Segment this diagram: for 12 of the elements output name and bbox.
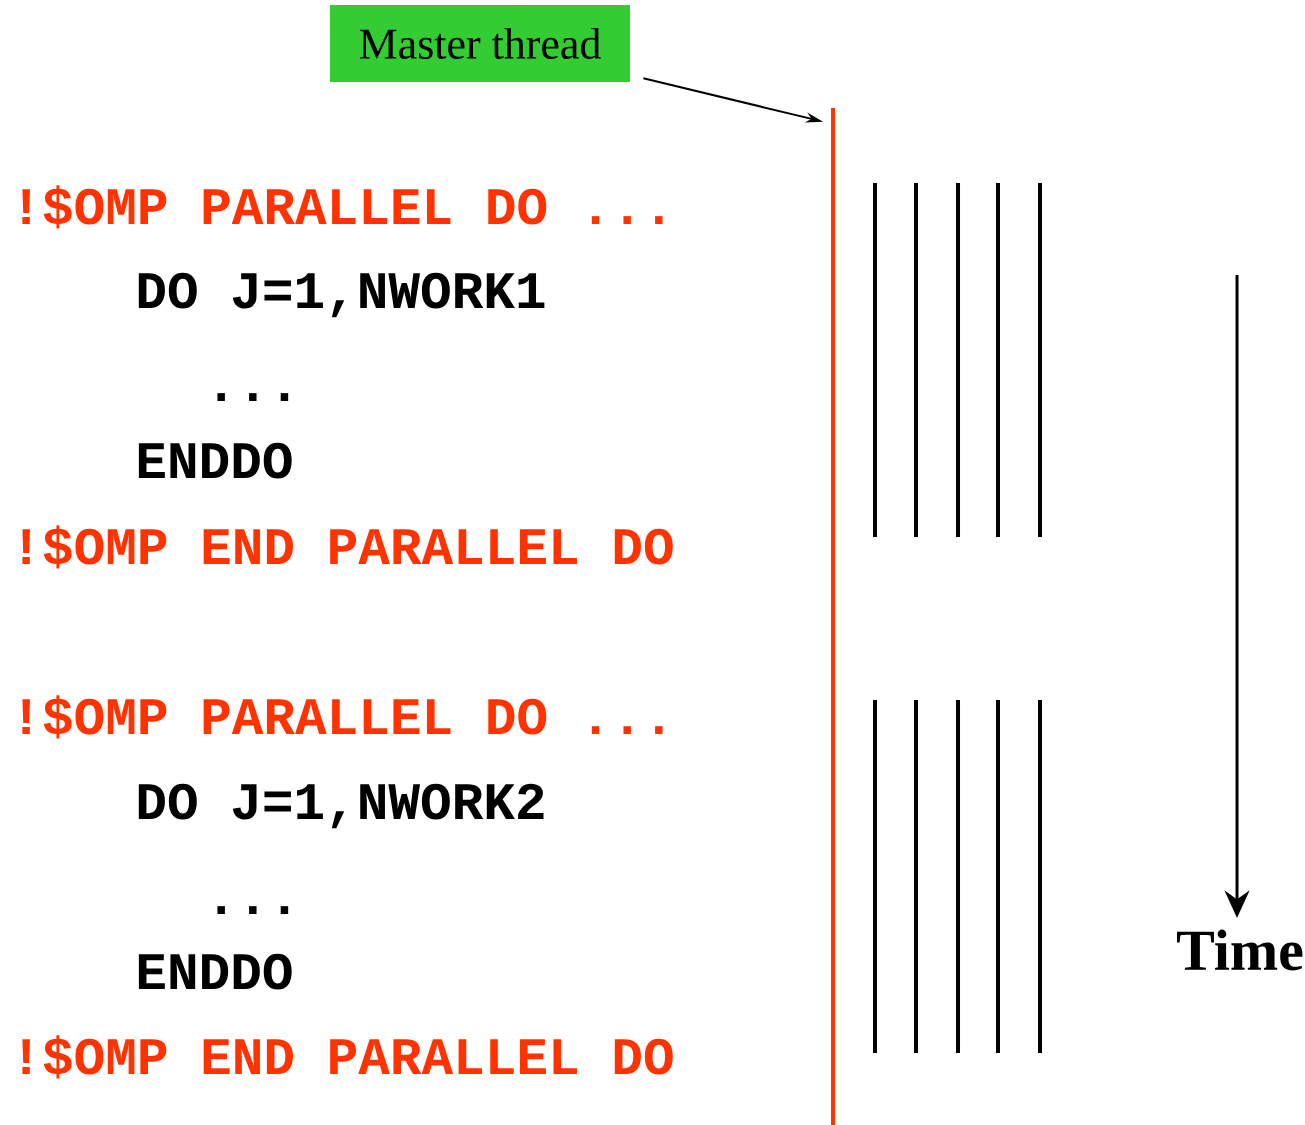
- code-line: DO J=1,NWORK2: [138, 783, 544, 829]
- directive-line: !$OMP END PARALLEL DO: [22, 1035, 673, 1079]
- time-label: Time: [1177, 929, 1303, 971]
- directive-line: !$OMP PARALLEL DO ...: [22, 695, 663, 739]
- label-box: Master thread: [330, 5, 630, 82]
- directive-line: !$OMP PARALLEL DO ...: [22, 185, 663, 229]
- directive-line: !$OMP END PARALLEL DO: [22, 525, 673, 569]
- code-line: ...: [217, 393, 289, 401]
- code-line: ENDDO: [138, 953, 292, 990]
- code-line: ...: [217, 906, 289, 914]
- code-line: ENDDO: [138, 442, 292, 479]
- code-line: DO J=1,NWORK1: [138, 272, 545, 318]
